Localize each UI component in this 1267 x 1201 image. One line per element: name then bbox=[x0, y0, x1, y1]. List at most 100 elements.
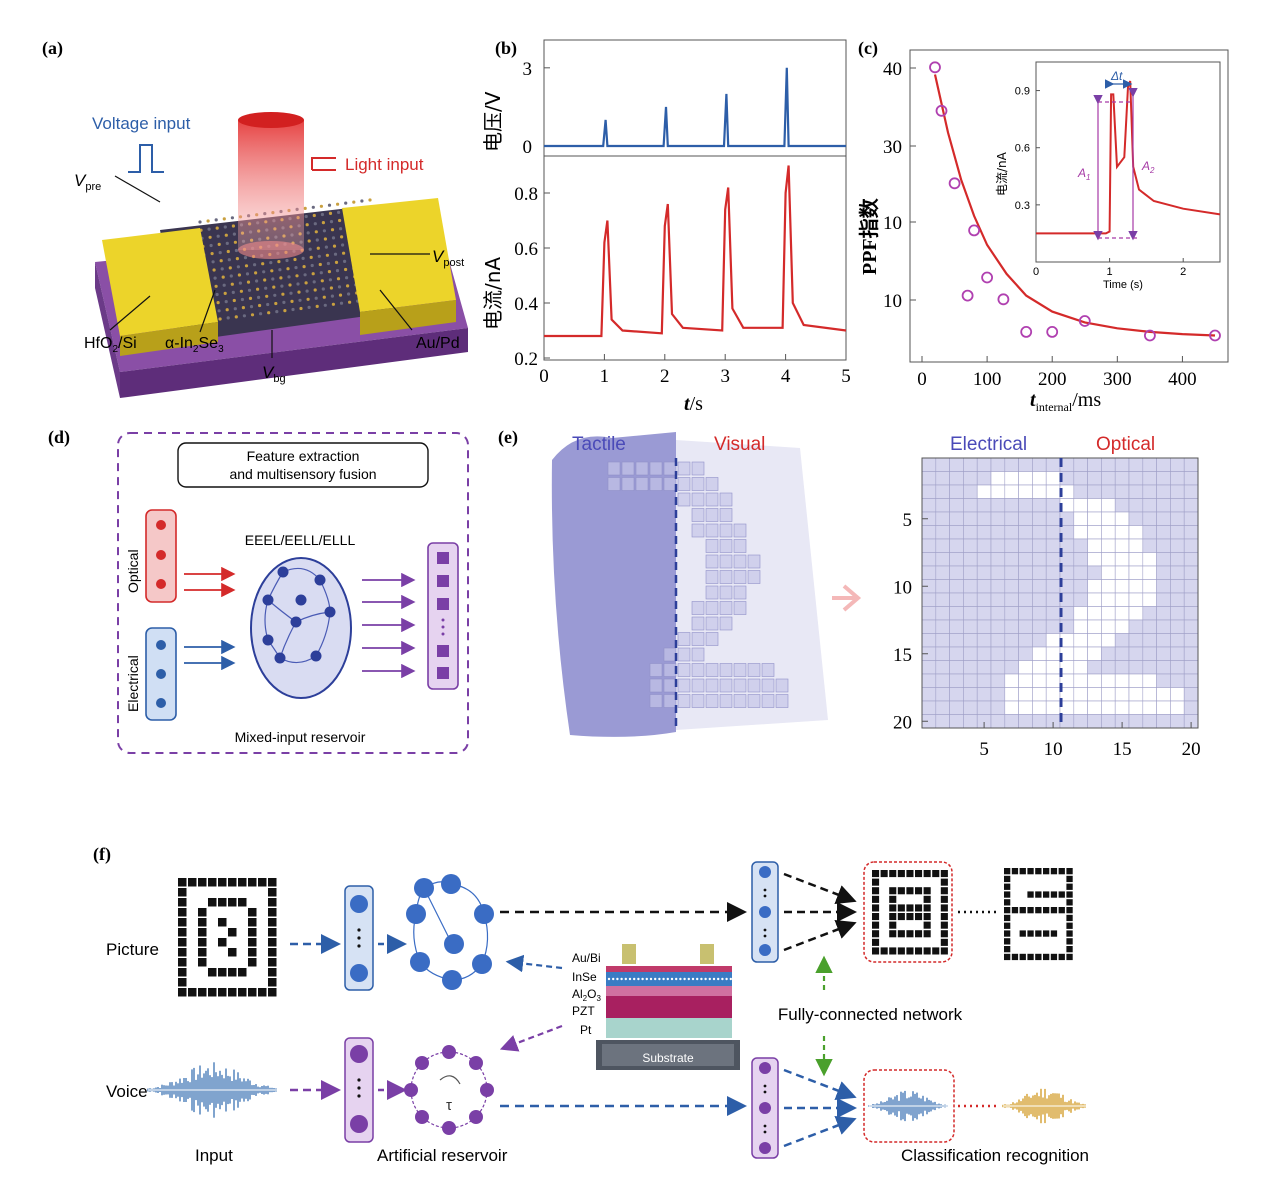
grid-cell bbox=[1183, 511, 1199, 526]
inset-xtick-label: 2 bbox=[1180, 266, 1186, 278]
grid-cell bbox=[963, 700, 978, 715]
grid-cell bbox=[976, 484, 992, 499]
grid-cell bbox=[1045, 633, 1061, 648]
picture-pixel bbox=[268, 898, 277, 907]
grid-cell bbox=[935, 633, 950, 648]
inset-a1-label: A1 bbox=[1077, 166, 1090, 182]
grid-cell bbox=[1073, 579, 1088, 594]
grid-cell bbox=[949, 565, 964, 580]
grid-cell bbox=[1142, 700, 1157, 715]
grid-cell bbox=[1087, 525, 1102, 540]
picture-pixel bbox=[238, 988, 247, 997]
grid-cell bbox=[1032, 552, 1047, 567]
picture-pixel bbox=[218, 938, 227, 947]
inse-atom bbox=[683, 977, 686, 981]
pattern-cell bbox=[677, 632, 691, 646]
grid-cell bbox=[990, 511, 1006, 526]
grid-cell bbox=[1156, 525, 1171, 540]
grid-cell bbox=[949, 646, 964, 661]
panel-e-xtick-label: 15 bbox=[1113, 739, 1132, 760]
grid-cell bbox=[1183, 660, 1199, 675]
grid-cell bbox=[1142, 565, 1157, 580]
grid-cell bbox=[1073, 633, 1088, 648]
panel-b-xlabel: t/s bbox=[684, 393, 703, 415]
panel-b-ylabel-voltage: 电压/V bbox=[481, 91, 505, 152]
grid-cell bbox=[1170, 579, 1185, 594]
picture-pixel bbox=[178, 888, 187, 897]
inse-atom bbox=[666, 977, 669, 981]
target-pixel-grid bbox=[1004, 868, 1073, 961]
pattern-cell bbox=[691, 616, 705, 631]
lattice-atom bbox=[242, 314, 246, 318]
lattice-atom bbox=[291, 307, 295, 312]
grid-cell bbox=[1004, 714, 1019, 729]
pattern-cell bbox=[705, 632, 719, 646]
grid-cell bbox=[1032, 511, 1047, 526]
lattice-atom bbox=[328, 211, 333, 215]
inse-atom bbox=[607, 977, 611, 981]
lattice-atom bbox=[314, 296, 318, 300]
grid-cell bbox=[1156, 673, 1171, 688]
grid-cell bbox=[1087, 457, 1102, 472]
grid-cell bbox=[1032, 687, 1047, 702]
grid-cell bbox=[1045, 552, 1061, 567]
output-pixel bbox=[915, 930, 923, 938]
grid-cell bbox=[949, 714, 964, 729]
grid-cell bbox=[1018, 700, 1033, 715]
inse-atom bbox=[628, 977, 632, 981]
picture-pixel bbox=[178, 898, 187, 907]
grid-cell bbox=[1032, 471, 1047, 486]
grid-cell bbox=[1101, 633, 1116, 648]
inse-atom bbox=[704, 977, 707, 981]
inse-atom bbox=[654, 977, 657, 981]
picture-pixel bbox=[268, 888, 277, 897]
grid-cell bbox=[990, 687, 1006, 702]
feature-title-line2: and multisensory fusion bbox=[229, 466, 376, 482]
grid-cell bbox=[1101, 498, 1116, 513]
grid-cell bbox=[1156, 633, 1171, 648]
lattice-atom bbox=[217, 242, 221, 246]
grid-cell bbox=[921, 525, 937, 540]
grid-cell bbox=[1004, 565, 1019, 580]
grid-cell bbox=[1156, 714, 1171, 729]
lattice-atom bbox=[297, 290, 301, 294]
pattern-cell bbox=[775, 678, 789, 693]
panel-label-a: (a) bbox=[42, 38, 63, 59]
lattice-atom bbox=[241, 306, 245, 310]
panel-b-bottom-ytick-label: 0.4 bbox=[514, 294, 538, 315]
lattice-atom bbox=[324, 245, 328, 249]
grid-cell bbox=[935, 687, 950, 702]
inse-atom bbox=[658, 977, 661, 981]
lattice-atom bbox=[216, 301, 220, 305]
grid-cell bbox=[921, 484, 937, 499]
grid-cell bbox=[1183, 633, 1199, 648]
grid-cell bbox=[949, 511, 964, 526]
grid-cell bbox=[935, 606, 950, 621]
grid-cell bbox=[1018, 538, 1033, 553]
lattice-atom bbox=[311, 205, 315, 209]
grid-cell bbox=[1004, 552, 1019, 567]
grid-cell bbox=[949, 687, 964, 702]
grid-cell bbox=[1018, 457, 1033, 472]
grid-cell bbox=[976, 552, 992, 567]
output-pixel bbox=[940, 938, 948, 946]
grid-cell bbox=[1004, 525, 1019, 540]
lattice-atom bbox=[214, 284, 218, 288]
grid-cell bbox=[1018, 471, 1033, 486]
lattice-atom bbox=[213, 276, 217, 280]
grid-cell bbox=[1073, 471, 1088, 486]
grid-cell bbox=[935, 592, 950, 607]
pattern-cell bbox=[705, 508, 719, 522]
grid-cell bbox=[990, 592, 1006, 607]
grid-cell bbox=[949, 606, 964, 621]
grid-cell bbox=[1018, 525, 1033, 540]
pattern-cell bbox=[747, 694, 761, 708]
grid-cell bbox=[1114, 660, 1130, 675]
pattern-cell bbox=[663, 461, 677, 476]
grid-cell bbox=[949, 552, 964, 567]
target-pixel bbox=[1066, 907, 1073, 914]
target-pixel bbox=[1050, 868, 1058, 875]
grid-cell bbox=[1032, 579, 1047, 594]
